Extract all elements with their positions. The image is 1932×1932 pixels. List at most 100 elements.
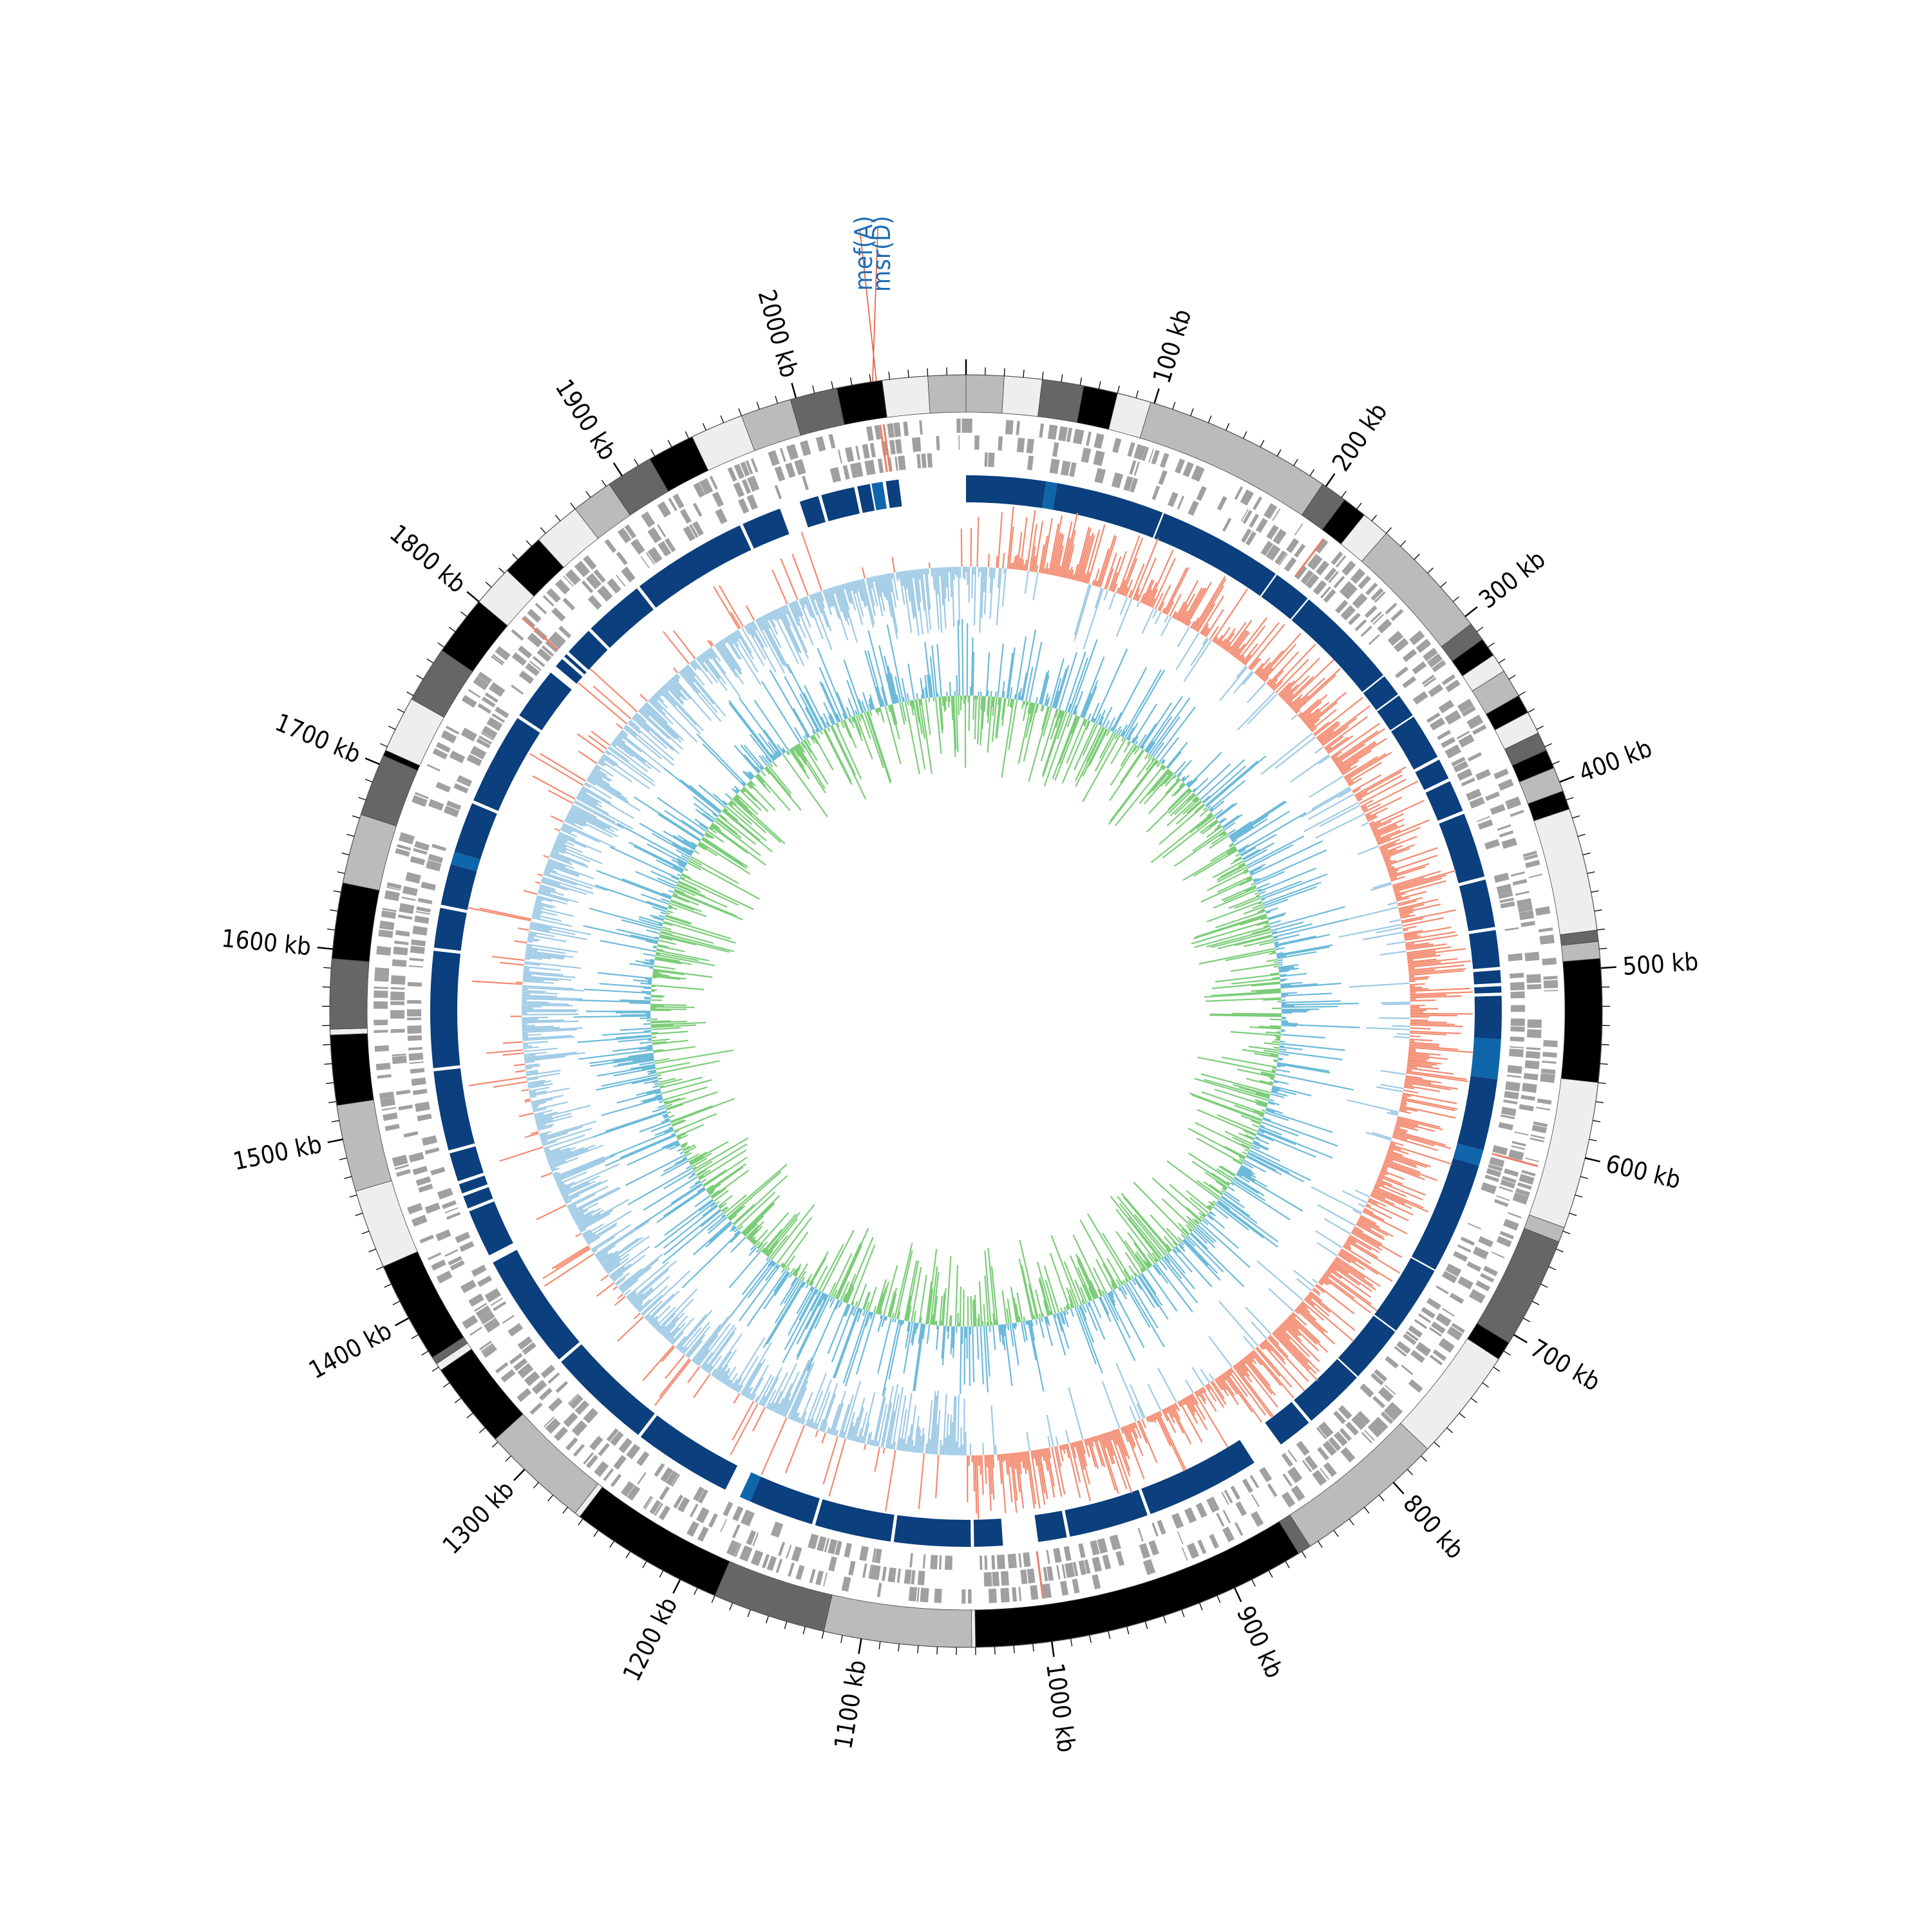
- gc-content-bar: [1233, 1159, 1242, 1165]
- gc-content-bar: [647, 1039, 652, 1041]
- minor-tick: [324, 1063, 332, 1065]
- gc-content-bar: [1066, 718, 1086, 764]
- gc-content-bar: [821, 682, 840, 723]
- gc-content-bar: [875, 708, 878, 713]
- gc-skew-bar: [990, 1454, 995, 1500]
- gc-skew-bar: [1140, 592, 1146, 603]
- gc-content-bar: [704, 833, 710, 838]
- highlighted-gene-5: [1036, 1551, 1045, 1599]
- gc-skew-bar: [1381, 849, 1397, 856]
- gc-skew-bar: [1323, 715, 1368, 749]
- gc-content-bar: [776, 1217, 813, 1264]
- gc-skew-bar: [1108, 592, 1116, 610]
- gc-skew-bar: [1410, 987, 1470, 992]
- gc-skew-bar: [842, 583, 846, 589]
- gc-content-bar: [1247, 1152, 1304, 1182]
- cds-feature: [1328, 571, 1339, 583]
- cds-feature: [554, 631, 566, 643]
- gc-content-bar: [828, 715, 834, 726]
- gc-skew-bar: [1214, 1378, 1223, 1390]
- gc-skew-bar: [1284, 693, 1294, 703]
- gc-content-bar: [826, 721, 829, 728]
- cds-feature: [1365, 582, 1378, 596]
- gc-skew-bar: [1074, 527, 1090, 581]
- cds-feature: [476, 738, 491, 749]
- gc-skew-bar: [655, 1325, 661, 1330]
- gc-content-bar: [675, 886, 696, 896]
- gc-content-bar: [1126, 1282, 1165, 1347]
- gc-content-bar: [1279, 1048, 1287, 1051]
- cds-feature: [1000, 1571, 1009, 1586]
- gc-skew-bar: [578, 793, 603, 808]
- cds-feature: [384, 890, 400, 902]
- cds-feature: [394, 1164, 409, 1170]
- gc-content-bar: [805, 1273, 813, 1284]
- minor-tick: [667, 440, 672, 448]
- gc-content-bar: [1163, 1236, 1175, 1249]
- cds-feature: [1057, 426, 1068, 442]
- gc-skew-bar: [1383, 848, 1410, 859]
- gc-skew-bar: [1073, 1442, 1076, 1448]
- gc-content-bar: [655, 954, 715, 967]
- cds-feature: [1508, 1212, 1522, 1218]
- gc-content-bar: [668, 889, 674, 893]
- gc-skew-bar: [1236, 665, 1247, 679]
- gc-skew-bar: [748, 623, 777, 673]
- gc-skew-bar: [1399, 911, 1414, 916]
- gc-skew-bar: [1380, 1170, 1405, 1180]
- gc-content-bar: [1146, 788, 1191, 833]
- cds-feature: [585, 1455, 599, 1469]
- gc-skew-bar: [1275, 658, 1309, 694]
- gc-content-bar: [1070, 1308, 1075, 1317]
- gc-skew-bar: [1261, 667, 1273, 680]
- cds-feature: [1533, 1121, 1548, 1128]
- gc-content-bar: [1280, 1034, 1325, 1039]
- blast-hit-block-43: [440, 864, 477, 911]
- minor-tick: [540, 527, 546, 534]
- minor-tick: [1293, 459, 1298, 466]
- minor-tick: [1070, 1638, 1073, 1647]
- gc-content-bar: [1214, 1088, 1267, 1107]
- gc-content-bar: [1144, 753, 1150, 760]
- gc-skew-bar: [1121, 537, 1144, 595]
- gc-skew-bar: [531, 1101, 547, 1106]
- gc-content-bar: [1194, 1227, 1216, 1249]
- gc-content-bar: [905, 1321, 911, 1349]
- gc-content-bar: [971, 637, 974, 696]
- gc-skew-bar: [1278, 682, 1291, 696]
- gc-content-bar: [799, 1271, 806, 1280]
- gc-content-bar: [1166, 1254, 1195, 1290]
- cds-feature: [921, 453, 927, 468]
- gc-skew-bar: [538, 887, 564, 896]
- gc-skew-bar: [1125, 579, 1133, 597]
- gc-skew-bar: [881, 574, 888, 601]
- resistance-gene-annotations: mef(A)msr(D): [849, 216, 896, 382]
- gc-content-bar: [677, 1134, 688, 1141]
- gc-content-bar: [753, 1229, 768, 1245]
- gc-skew-bar: [814, 1423, 818, 1430]
- gc-content-bar: [1093, 1267, 1107, 1294]
- cds-feature: [637, 1472, 647, 1485]
- gc-content-bar: [1151, 757, 1155, 762]
- gc-content-bar: [1090, 1280, 1099, 1298]
- gc-skew-bar: [1330, 723, 1381, 759]
- gc-content-bar: [676, 1124, 705, 1137]
- gc-skew-bar: [1235, 617, 1268, 659]
- gc-skew-bar: [524, 1132, 539, 1139]
- gc-skew-bar: [561, 1182, 590, 1196]
- gc-content-bar: [1072, 705, 1077, 715]
- cds-feature: [1296, 1441, 1310, 1456]
- gc-content-bar: [715, 1200, 720, 1205]
- cds-feature: [565, 1437, 578, 1451]
- gc-content-bar: [1243, 870, 1249, 875]
- gc-skew-bar: [1175, 601, 1186, 620]
- minor-tick: [1503, 1350, 1511, 1356]
- gc-content-bar: [714, 820, 761, 857]
- gc-skew-bar: [590, 772, 611, 786]
- gc-skew-bar: [720, 1367, 730, 1382]
- gc-skew-bar: [587, 735, 608, 750]
- gc-content-bar: [680, 1142, 688, 1147]
- gc-skew-bar: [1226, 645, 1231, 652]
- gc-skew-bar: [1094, 587, 1103, 609]
- gc-skew-bar: [527, 936, 534, 938]
